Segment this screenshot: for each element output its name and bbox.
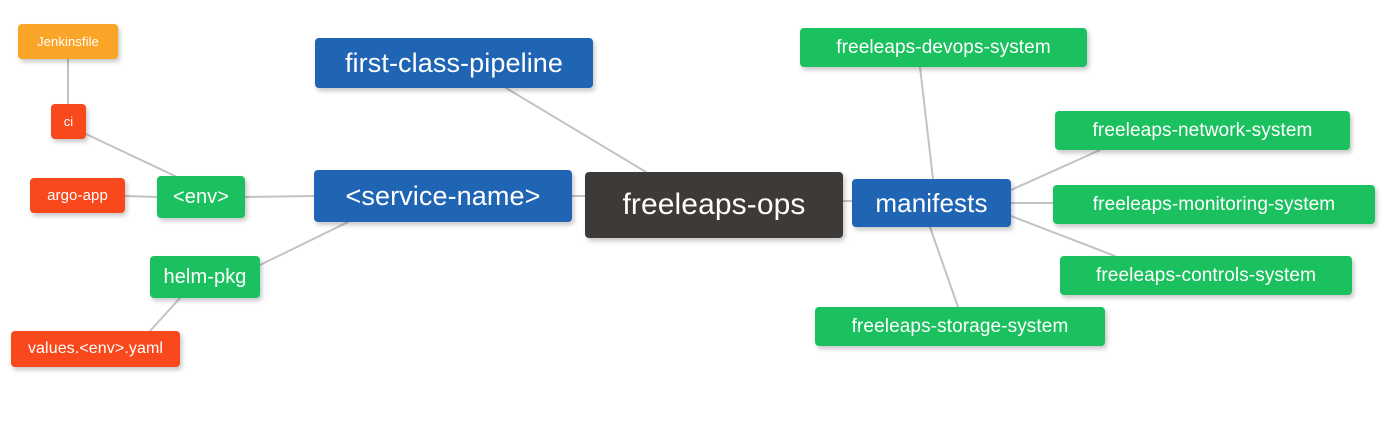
- node-freeleaps-storage-system[interactable]: freeleaps-storage-system: [815, 307, 1105, 346]
- node-label: Jenkinsfile: [37, 34, 99, 49]
- node-values-yaml[interactable]: values.<env>.yaml: [11, 331, 180, 367]
- node-jenkinsfile[interactable]: Jenkinsfile: [18, 24, 118, 59]
- node-label: first-class-pipeline: [344, 47, 564, 78]
- node-label: <env>: [172, 186, 230, 208]
- node-label: freeleaps-ops: [622, 188, 806, 221]
- edge-manifests-to-freeleaps-network-system: [1010, 149, 1101, 191]
- node-label: ci: [63, 114, 74, 129]
- node-label: values.<env>.yaml: [27, 340, 164, 357]
- node-manifests[interactable]: manifests: [852, 179, 1011, 227]
- node-freeleaps-ops[interactable]: freeleaps-ops: [585, 172, 843, 238]
- node-label: manifests: [875, 188, 988, 218]
- node-helm-pkg[interactable]: helm-pkg: [150, 256, 260, 298]
- node-env[interactable]: <env>: [157, 176, 245, 218]
- node-label: freeleaps-monitoring-system: [1092, 194, 1336, 215]
- edge-argo-app-to-env: [124, 195, 158, 198]
- node-label: freeleaps-devops-system: [836, 37, 1051, 58]
- node-freeleaps-controls-system[interactable]: freeleaps-controls-system: [1060, 256, 1352, 295]
- edge-manifests-to-freeleaps-storage-system: [929, 226, 959, 308]
- node-freeleaps-network-system[interactable]: freeleaps-network-system: [1055, 111, 1350, 150]
- node-service-name[interactable]: <service-name>: [314, 170, 572, 222]
- node-freeleaps-monitoring-system[interactable]: freeleaps-monitoring-system: [1053, 185, 1375, 224]
- node-label: <service-name>: [345, 180, 541, 211]
- edge-ci-to-env: [85, 133, 176, 177]
- node-freeleaps-devops-system[interactable]: freeleaps-devops-system: [800, 28, 1087, 67]
- node-label: helm-pkg: [163, 266, 247, 288]
- node-ci[interactable]: ci: [51, 104, 86, 139]
- edge-first-class-pipeline-to-freeleaps-ops: [505, 87, 647, 173]
- node-first-class-pipeline[interactable]: first-class-pipeline: [315, 38, 593, 88]
- node-label: freeleaps-controls-system: [1095, 265, 1317, 286]
- edge-manifests-to-freeleaps-devops-system: [919, 66, 934, 180]
- node-label: argo-app: [47, 187, 108, 204]
- edge-values-yaml-to-helm-pkg: [149, 297, 181, 332]
- node-argo-app[interactable]: argo-app: [30, 178, 125, 213]
- node-label: freeleaps-storage-system: [851, 316, 1069, 337]
- edge-helm-pkg-to-service-name: [259, 221, 349, 266]
- edge-env-to-service-name: [244, 195, 315, 198]
- node-label: freeleaps-network-system: [1092, 120, 1313, 141]
